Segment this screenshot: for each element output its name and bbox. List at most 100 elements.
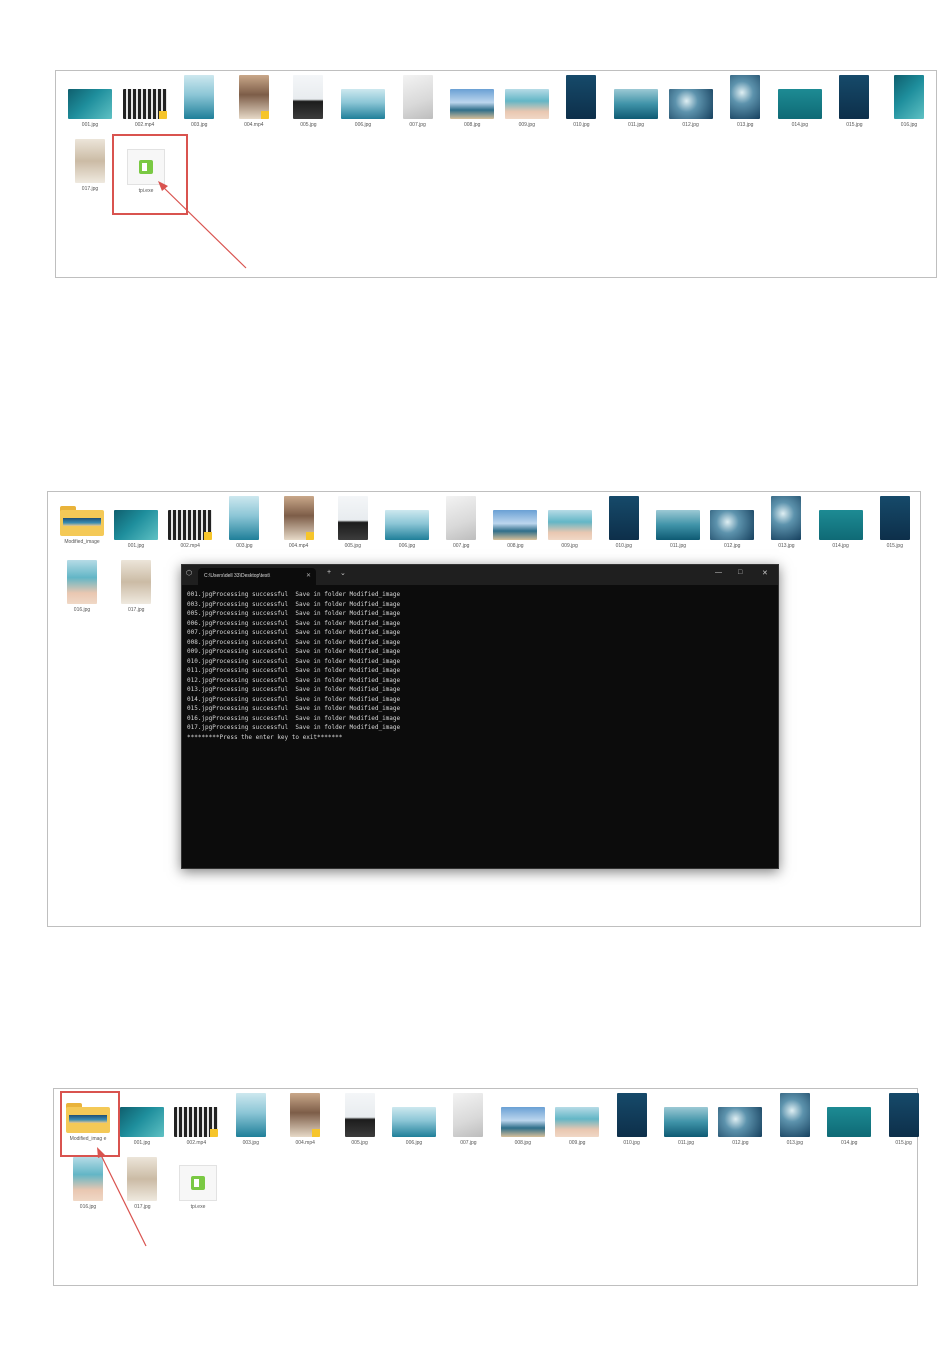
- file-tile[interactable]: 001.jpg: [108, 496, 164, 549]
- file-tile[interactable]: 006.jpg: [386, 1093, 442, 1146]
- file-name: 007.jpg: [460, 1140, 477, 1146]
- new-tab-button[interactable]: +: [327, 569, 332, 576]
- file-name: 016.jpg: [73, 607, 91, 613]
- folder-tile[interactable]: Modified_imag e: [60, 1089, 116, 1142]
- file-tile[interactable]: 017.jpg: [62, 139, 118, 192]
- file-name: 009.jpg: [568, 1140, 586, 1146]
- exe-file-tile[interactable]: tpi.exe: [170, 1155, 226, 1210]
- file-tile[interactable]: 010.jpg: [604, 1093, 660, 1146]
- terminal-line: 006.jpgProcessing successful Save in fol…: [187, 619, 401, 627]
- file-tile[interactable]: 005.jpg: [325, 496, 381, 549]
- file-tile[interactable]: 011.jpg: [650, 496, 706, 549]
- terminal-output[interactable]: 001.jpgProcessing successful Save in fol…: [182, 585, 778, 747]
- exe-app-icon: [127, 149, 165, 185]
- close-button[interactable]: ✕: [762, 570, 768, 577]
- terminal-titlebar: ⬡ C:\Users\dell 33\Desktop\test\ ✕ + ⌄ —…: [182, 565, 778, 585]
- file-tile[interactable]: 001.jpg: [114, 1093, 170, 1146]
- file-tile[interactable]: 007.jpg: [390, 75, 446, 128]
- file-tile[interactable]: 004.mp4: [271, 496, 327, 549]
- folder-tile[interactable]: Modified_image: [54, 492, 110, 545]
- file-tile[interactable]: 002.mp4: [162, 496, 218, 549]
- file-tile[interactable]: 015.jpg: [867, 496, 923, 549]
- file-tile[interactable]: 006.jpg: [335, 75, 391, 128]
- file-tile[interactable]: 013.jpg: [767, 1093, 823, 1146]
- file-tile[interactable]: 014.jpg: [821, 1093, 877, 1146]
- thumbnail-image: [771, 496, 802, 540]
- file-tile[interactable]: 002.mp4: [117, 75, 173, 128]
- thumbnail-image: [238, 75, 269, 119]
- file-name: 016.jpg: [900, 122, 918, 128]
- thumbnail-image: [453, 1093, 484, 1137]
- file-name: 002.mp4: [180, 543, 200, 549]
- minimize-button[interactable]: —: [715, 569, 722, 576]
- file-tile[interactable]: 011.jpg: [658, 1093, 714, 1146]
- file-tile[interactable]: 003.jpg: [223, 1093, 279, 1146]
- terminal-line: 016.jpgProcessing successful Save in fol…: [187, 714, 401, 722]
- file-tile[interactable]: 008.jpg: [487, 496, 543, 549]
- exe-file-tile[interactable]: tpi.exe: [118, 139, 174, 194]
- file-tile[interactable]: 016.jpg: [60, 1157, 116, 1210]
- file-tile[interactable]: 017.jpg: [114, 1157, 170, 1210]
- file-tile[interactable]: 016.jpg: [54, 560, 110, 613]
- file-tile[interactable]: 003.jpg: [216, 496, 272, 549]
- file-tile[interactable]: 008.jpg: [495, 1093, 551, 1146]
- file-tile[interactable]: 010.jpg: [596, 496, 652, 549]
- file-tile[interactable]: 013.jpg: [717, 75, 773, 128]
- file-name: 004.mp4: [244, 122, 264, 128]
- file-tile[interactable]: 009.jpg: [542, 496, 598, 549]
- file-tile[interactable]: 003.jpg: [171, 75, 227, 128]
- file-name: 009.jpg: [518, 122, 535, 128]
- file-name: 001.jpg: [133, 1140, 151, 1146]
- thumbnail-image: [392, 1107, 436, 1137]
- file-name: 011.jpg: [669, 543, 687, 549]
- file-tile[interactable]: 012.jpg: [663, 75, 719, 128]
- file-tile[interactable]: 014.jpg: [772, 75, 828, 128]
- file-tile[interactable]: 015.jpg: [876, 1093, 932, 1146]
- file-name: 004.mp4: [295, 1140, 315, 1146]
- file-tile[interactable]: 001.jpg: [62, 75, 118, 128]
- terminal-window[interactable]: ⬡ C:\Users\dell 33\Desktop\test\ ✕ + ⌄ —…: [181, 564, 779, 869]
- thumbnail-image: [290, 1093, 321, 1137]
- thumbnail-image: [493, 510, 538, 540]
- file-name: 006.jpg: [398, 543, 416, 549]
- file-name: 016.jpg: [79, 1204, 97, 1210]
- file-tile[interactable]: 007.jpg: [433, 496, 489, 549]
- file-name: 008.jpg: [463, 122, 481, 128]
- file-tile[interactable]: 005.jpg: [332, 1093, 388, 1146]
- file-tile[interactable]: 009.jpg: [549, 1093, 605, 1146]
- terminal-line: 001.jpgProcessing successful Save in fol…: [187, 591, 401, 598]
- file-tile[interactable]: 005.jpg: [280, 75, 336, 128]
- file-tile[interactable]: 012.jpg: [712, 1093, 768, 1146]
- file-name: 013.jpg: [786, 1140, 803, 1146]
- thumbnail-image: [168, 510, 213, 540]
- file-tile[interactable]: 017.jpg: [108, 560, 164, 613]
- file-name: 008.jpg: [507, 543, 524, 549]
- file-tile[interactable]: 007.jpg: [440, 1093, 496, 1146]
- file-tile[interactable]: 009.jpg: [499, 75, 555, 128]
- file-tile[interactable]: 013.jpg: [758, 496, 814, 549]
- file-tile[interactable]: 015.jpg: [826, 75, 882, 128]
- file-tile[interactable]: 012.jpg: [704, 496, 760, 549]
- tab-dropdown-button[interactable]: ⌄: [340, 570, 346, 577]
- file-name: 017.jpg: [127, 607, 145, 613]
- video-badge-icon: [260, 111, 269, 119]
- thumbnail-image: [67, 560, 97, 604]
- thumbnail-image: [293, 75, 324, 119]
- file-tile[interactable]: 008.jpg: [444, 75, 500, 128]
- file-tile[interactable]: 004.mp4: [277, 1093, 333, 1146]
- file-tile[interactable]: 010.jpg: [553, 75, 609, 128]
- file-tile[interactable]: 002.mp4: [168, 1093, 224, 1146]
- maximize-button[interactable]: □: [738, 569, 743, 576]
- thumbnail-image: [827, 1107, 872, 1137]
- tab-close-icon[interactable]: ✕: [305, 573, 311, 579]
- file-tile[interactable]: 011.jpg: [608, 75, 664, 128]
- file-tile[interactable]: 006.jpg: [379, 496, 435, 549]
- file-tile[interactable]: 004.mp4: [226, 75, 282, 128]
- thumbnail-image: [504, 89, 549, 119]
- folder-name: Modified_imag e: [69, 1136, 107, 1142]
- file-name: 012.jpg: [682, 122, 699, 128]
- file-tile[interactable]: 014.jpg: [813, 496, 869, 549]
- file-tile[interactable]: 016.jpg: [881, 75, 937, 128]
- terminal-tab[interactable]: C:\Users\dell 33\Desktop\test\ ✕: [198, 568, 316, 585]
